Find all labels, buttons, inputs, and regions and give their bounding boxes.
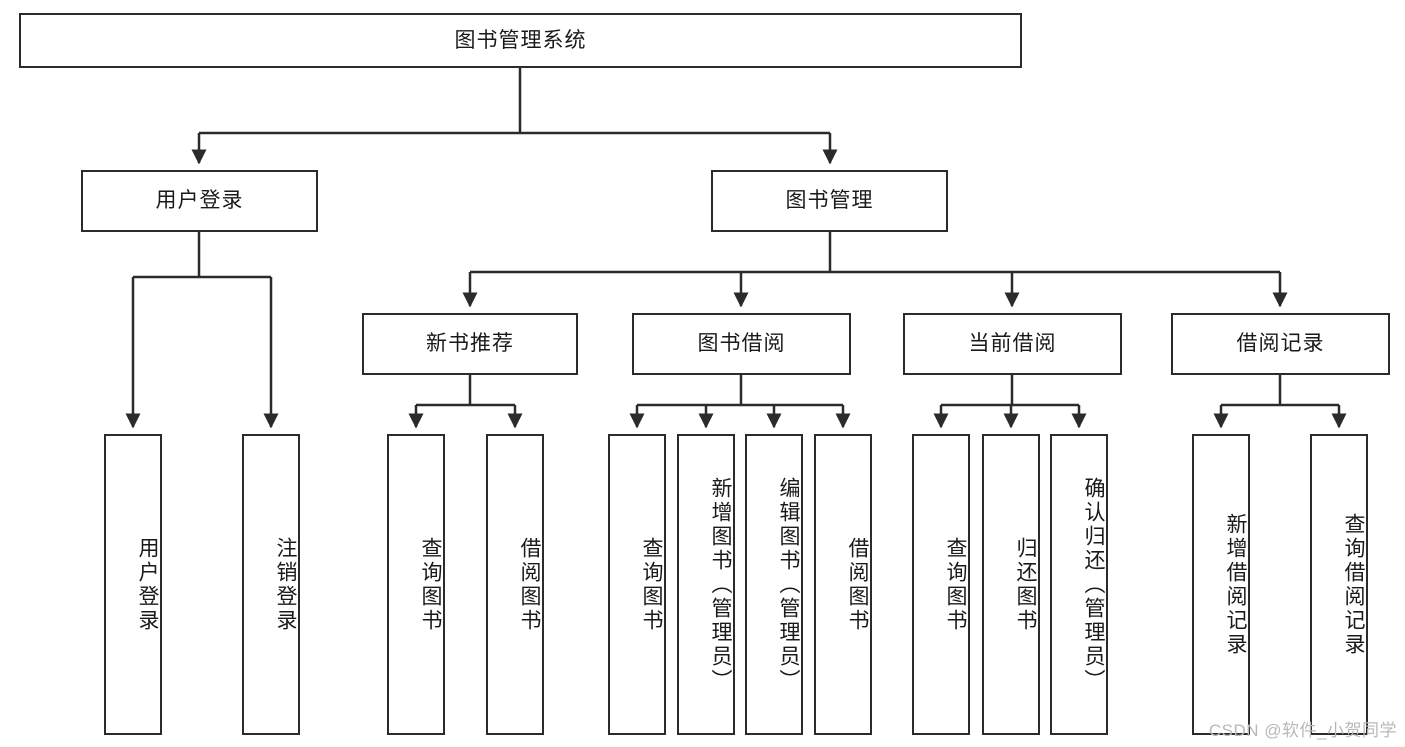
node-leaf-query-book-cur[interactable]: 查询图书 bbox=[912, 434, 970, 735]
node-label: 图书借阅 bbox=[697, 332, 786, 356]
node-user-login[interactable]: 用户登录 bbox=[81, 170, 318, 232]
node-label: 当前借阅 bbox=[968, 332, 1057, 356]
node-label: 注销登录 bbox=[274, 536, 297, 633]
node-leaf-user-login[interactable]: 用户登录 bbox=[104, 434, 162, 735]
node-leaf-user-logout[interactable]: 注销登录 bbox=[242, 434, 300, 735]
node-leaf-edit-book[interactable]: 编辑图书（管理员） bbox=[745, 434, 803, 735]
node-label: 新书推荐 bbox=[426, 332, 514, 356]
node-book-manage[interactable]: 图书管理 bbox=[711, 170, 948, 232]
node-label: 新增借阅记录 bbox=[1224, 512, 1247, 657]
watermark-text: CSDN @软件_小贺同学 bbox=[1208, 721, 1397, 740]
node-borrow-record[interactable]: 借阅记录 bbox=[1171, 313, 1390, 375]
node-root-system[interactable]: 图书管理系统 bbox=[19, 13, 1022, 68]
node-label: 图书管理 bbox=[785, 189, 874, 213]
node-label: 查询图书 bbox=[640, 536, 663, 633]
node-leaf-borrow-book[interactable]: 借阅图书 bbox=[814, 434, 872, 735]
node-label: 查询图书 bbox=[419, 536, 442, 633]
node-label: 用户登录 bbox=[155, 189, 244, 213]
node-label: 借阅图书 bbox=[518, 536, 541, 633]
node-label: 图书管理系统 bbox=[454, 28, 587, 52]
node-leaf-add-book[interactable]: 新增图书（管理员） bbox=[677, 434, 735, 735]
node-label: 查询借阅记录 bbox=[1342, 512, 1365, 657]
node-leaf-return-book[interactable]: 归还图书 bbox=[982, 434, 1040, 735]
node-label: 新增图书（管理员） bbox=[709, 476, 732, 693]
node-leaf-borrow-book-rec[interactable]: 借阅图书 bbox=[486, 434, 544, 735]
node-label: 借阅记录 bbox=[1236, 332, 1325, 356]
node-leaf-add-record[interactable]: 新增借阅记录 bbox=[1192, 434, 1250, 735]
node-label: 编辑图书（管理员） bbox=[777, 476, 800, 693]
node-label: 归还图书 bbox=[1014, 536, 1037, 633]
node-label: 确认归还（管理员） bbox=[1082, 476, 1105, 693]
node-leaf-query-book-rec[interactable]: 查询图书 bbox=[387, 434, 445, 735]
node-leaf-query-record[interactable]: 查询借阅记录 bbox=[1310, 434, 1368, 735]
node-label: 用户登录 bbox=[136, 536, 159, 633]
node-current-borrow[interactable]: 当前借阅 bbox=[903, 313, 1122, 375]
node-book-borrow[interactable]: 图书借阅 bbox=[632, 313, 851, 375]
node-leaf-confirm-return[interactable]: 确认归还（管理员） bbox=[1050, 434, 1108, 735]
node-new-book-rec[interactable]: 新书推荐 bbox=[362, 313, 578, 375]
node-label: 借阅图书 bbox=[846, 536, 869, 633]
node-leaf-query-book-borrow[interactable]: 查询图书 bbox=[608, 434, 666, 735]
node-label: 查询图书 bbox=[944, 536, 967, 633]
